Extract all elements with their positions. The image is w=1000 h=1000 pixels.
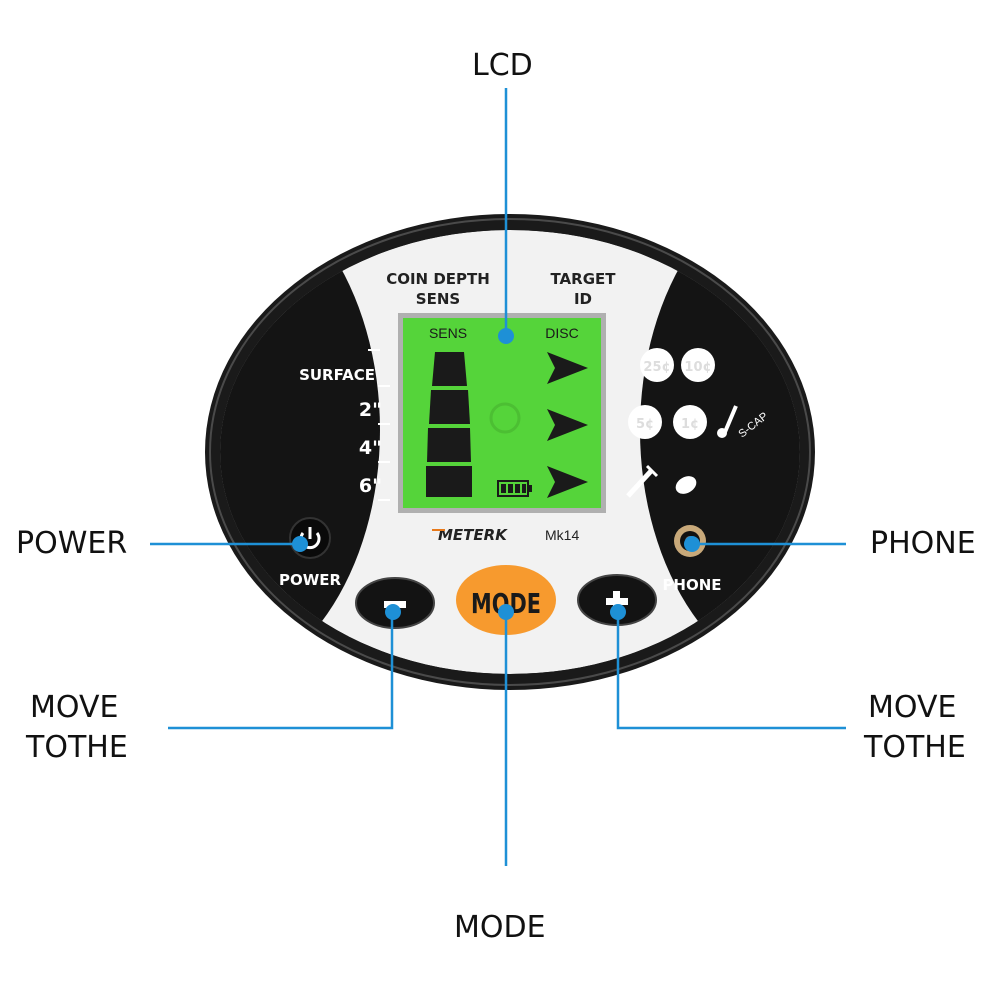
coin-depth-sens-label: SENS bbox=[416, 290, 460, 308]
minus-callout-line1: MOVE bbox=[30, 690, 119, 725]
nail-icon bbox=[626, 464, 659, 498]
bottle-cap-icon bbox=[675, 476, 697, 494]
phone-label: PHONE bbox=[662, 576, 721, 594]
coin-1-icon bbox=[673, 405, 707, 439]
lcd-callout: LCD bbox=[472, 48, 533, 83]
battery-icon bbox=[497, 480, 532, 497]
depth-2in: 2" bbox=[359, 399, 382, 421]
depth-6in: 6" bbox=[359, 475, 382, 497]
power-label: POWER bbox=[279, 571, 342, 589]
minus-callout-line2: TOTHE bbox=[26, 730, 128, 765]
coin-5-icon bbox=[628, 405, 662, 439]
depth-scale: SURFACE 2" 4" 6" bbox=[299, 349, 390, 501]
svg-text:5¢: 5¢ bbox=[636, 417, 654, 432]
svg-text:25¢: 25¢ bbox=[643, 360, 670, 375]
leader-lines bbox=[150, 88, 846, 866]
lcd-depth-bars bbox=[426, 352, 472, 497]
plus-callout-line2: TOTHE bbox=[864, 730, 966, 765]
svg-text:10¢: 10¢ bbox=[684, 360, 711, 375]
plus-leader bbox=[616, 612, 846, 730]
plus-callout-line1: MOVE bbox=[868, 690, 957, 725]
depth-surface: SURFACE bbox=[299, 366, 375, 384]
coin-25-icon bbox=[640, 348, 674, 382]
leader-dots bbox=[292, 328, 700, 620]
depth-4in: 4" bbox=[359, 437, 382, 459]
left-black-panel bbox=[220, 230, 380, 674]
target-label: TARGET bbox=[550, 270, 616, 288]
target-id-label: ID bbox=[574, 290, 592, 308]
phone-callout: PHONE bbox=[870, 526, 976, 561]
mode-button[interactable] bbox=[456, 565, 556, 635]
plus-icon bbox=[606, 591, 628, 612]
brand-logo: METERK bbox=[438, 526, 508, 544]
scap-icon bbox=[717, 405, 738, 438]
svg-text:1¢: 1¢ bbox=[681, 417, 699, 432]
mode-callout: MODE bbox=[454, 910, 546, 945]
bezel-ring bbox=[209, 218, 811, 686]
lcd-sens-label: SENS bbox=[429, 325, 467, 341]
lcd-ghost-icon bbox=[489, 402, 521, 434]
minus-leader bbox=[168, 612, 394, 730]
coin-icons: 25¢ 10¢ 5¢ 1¢ bbox=[628, 348, 715, 439]
coin-10-icon bbox=[681, 348, 715, 382]
model-name: Mk14 bbox=[545, 527, 579, 543]
lcd-disc-label: DISC bbox=[545, 325, 578, 341]
disc-arrow-icons bbox=[547, 352, 588, 498]
coin-depth-label: COIN DEPTH bbox=[386, 270, 490, 288]
power-callout: POWER bbox=[16, 526, 128, 561]
